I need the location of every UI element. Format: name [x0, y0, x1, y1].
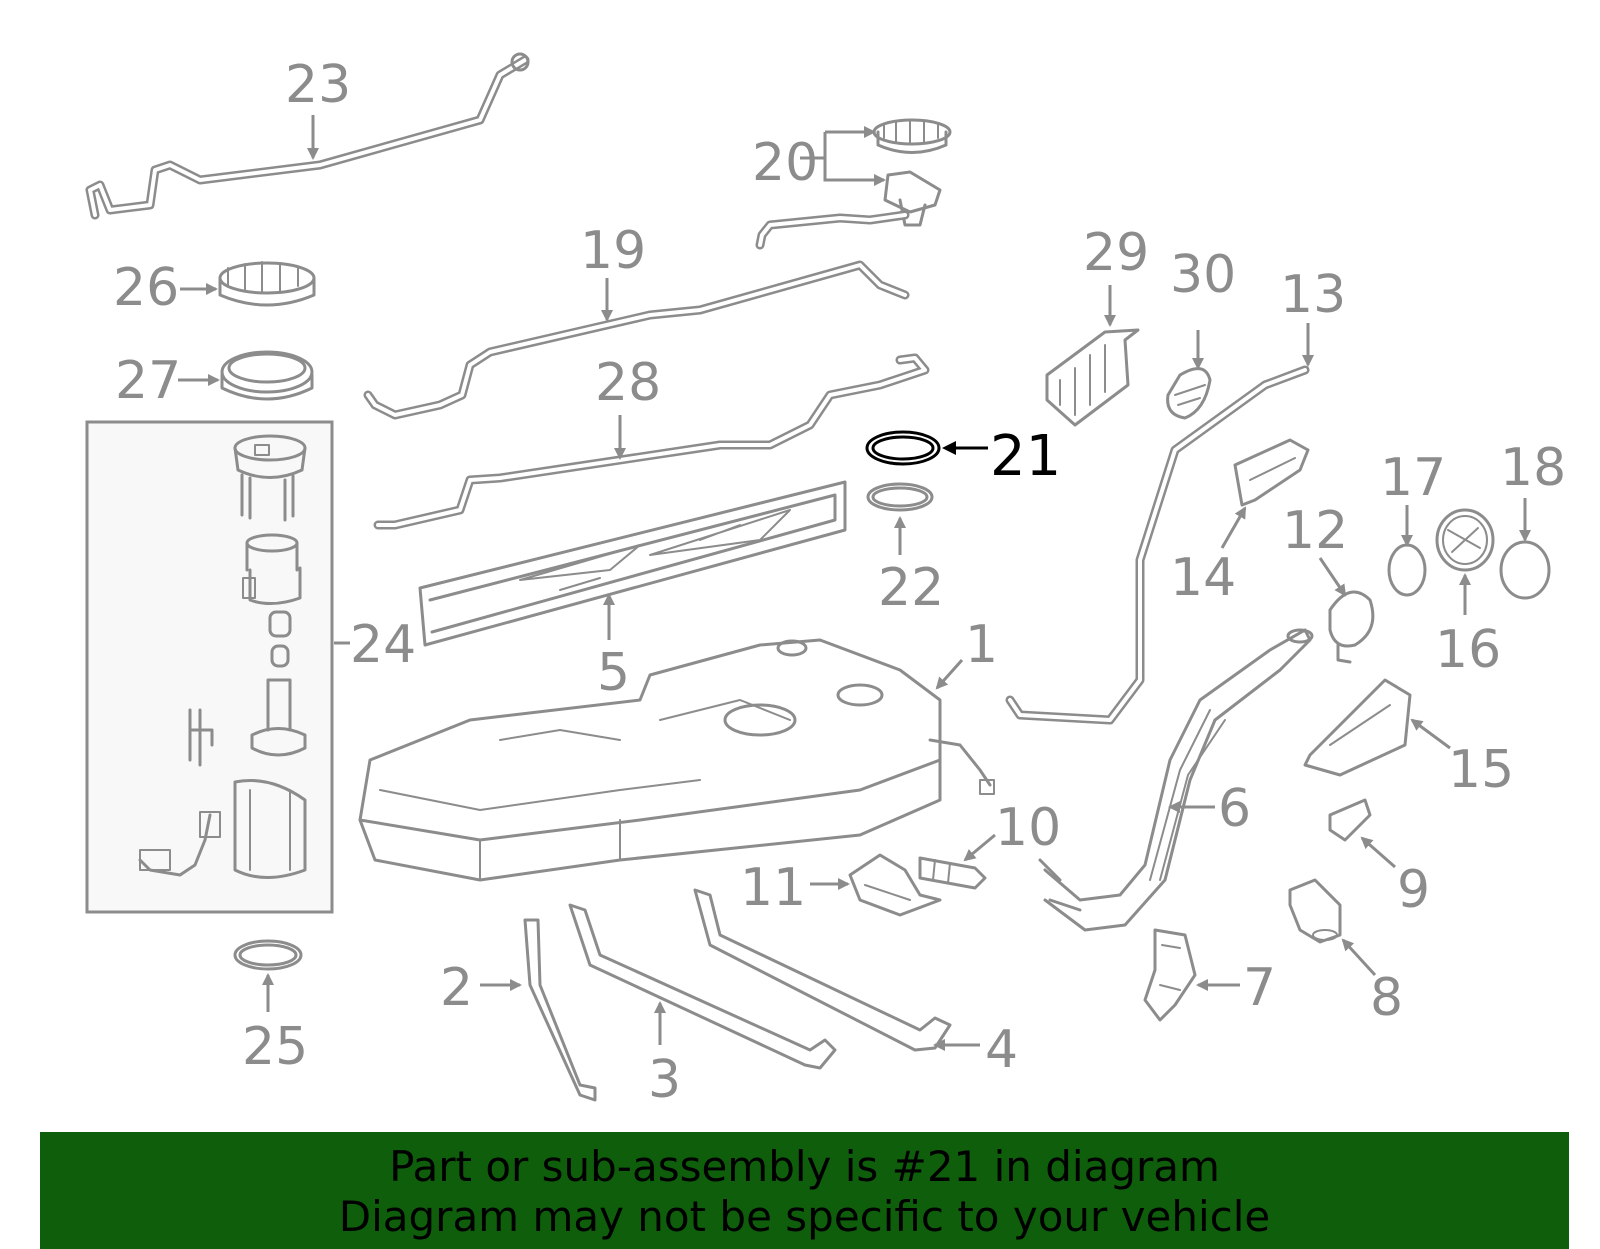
part-15-housing: [1303, 678, 1412, 777]
part-18-ring: [1499, 540, 1551, 600]
label-4: 4: [985, 1020, 1018, 1080]
part-14-protector: [1233, 438, 1310, 507]
arrow-1: [935, 659, 964, 690]
part-23-fuel-line: [85, 52, 530, 220]
part-11-bracket: [848, 853, 942, 917]
part-10-sensor: [918, 856, 987, 890]
part-29-bracket: [1045, 328, 1140, 427]
label-26: 26: [113, 258, 179, 318]
arrow-14: [1220, 506, 1247, 549]
label-15: 15: [1448, 740, 1514, 800]
arrow-10: [963, 833, 996, 862]
arrow-12: [1318, 557, 1347, 597]
part-17-ring: [1387, 543, 1427, 597]
bracket-20: [823, 130, 878, 182]
label-14: 14: [1170, 548, 1236, 608]
label-29: 29: [1083, 223, 1149, 283]
part-22-gasket: [866, 482, 934, 512]
label-24: 24: [350, 615, 416, 675]
part-28-fuel-line: [373, 353, 930, 530]
part-2-strap: [523, 918, 597, 1102]
part-5-heat-shield: [418, 480, 847, 647]
label-6: 6: [1218, 779, 1251, 839]
arrow-15: [1410, 718, 1451, 750]
label-10: 10: [995, 798, 1061, 858]
part-8-bracket: [1288, 878, 1342, 944]
banner-line-2: Diagram may not be specific to your vehi…: [338, 1192, 1271, 1241]
part-27-gasket: [220, 350, 314, 401]
part-30-valve: [1166, 367, 1212, 420]
part-25-gasket: [233, 939, 303, 971]
label-9: 9: [1397, 860, 1430, 920]
label-7: 7: [1243, 958, 1276, 1018]
part-19-fuel-line: [363, 260, 910, 420]
label-8: 8: [1370, 968, 1403, 1028]
label-20: 20: [752, 133, 818, 193]
label-17: 17: [1380, 448, 1446, 508]
part-24-pump-module: [85, 420, 334, 914]
label-16: 16: [1435, 620, 1501, 680]
part-12-cap: [1328, 590, 1375, 664]
part-3-strap: [568, 903, 837, 1070]
part-1-fuel-tank: [358, 638, 995, 882]
part-9-clip: [1328, 798, 1372, 842]
label-2: 2: [440, 958, 473, 1018]
part-26-lock-ring: [218, 261, 316, 307]
label-12: 12: [1282, 501, 1348, 561]
part-7-protector: [1143, 928, 1197, 1022]
label-27: 27: [115, 351, 181, 411]
label-23: 23: [285, 55, 351, 115]
label-30: 30: [1170, 245, 1236, 305]
part-21-o-ring: [865, 430, 941, 466]
label-13: 13: [1280, 265, 1346, 325]
label-28: 28: [595, 353, 661, 413]
label-21: 21: [990, 424, 1061, 489]
label-11: 11: [740, 858, 806, 918]
label-3: 3: [648, 1050, 681, 1110]
part-4-strap: [693, 888, 952, 1052]
notice-banner: Part or sub-assembly is #21 in diagram D…: [40, 1132, 1569, 1249]
label-18: 18: [1500, 438, 1566, 498]
part-6-filler-pipe: [1038, 628, 1314, 932]
label-1: 1: [965, 615, 998, 675]
label-22: 22: [878, 558, 944, 618]
part-13-vent-tube: [1005, 365, 1310, 725]
arrow-9: [1360, 836, 1396, 869]
label-19: 19: [580, 221, 646, 281]
label-5: 5: [597, 643, 630, 703]
part-16-filler-cap: [1435, 508, 1495, 572]
label-25: 25: [242, 1017, 308, 1077]
arrow-8: [1341, 938, 1377, 977]
banner-line-1: Part or sub-assembly is #21 in diagram: [389, 1142, 1220, 1191]
